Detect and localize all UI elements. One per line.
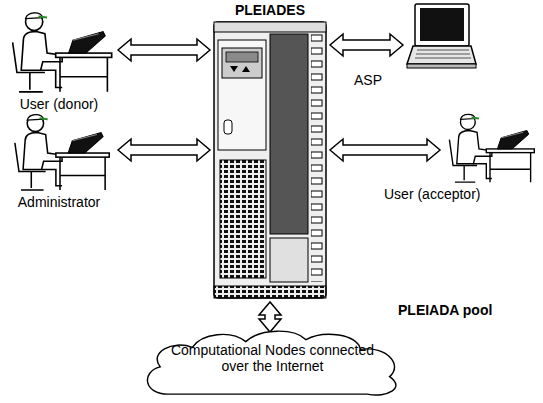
double-arrow [118, 139, 210, 161]
server-cabinet: PLEIADES [212, 2, 330, 302]
node-label: ASP [354, 72, 382, 88]
node-label: Administrator [2, 194, 116, 210]
double-arrow [330, 139, 440, 161]
user-icon [4, 10, 116, 94]
node-label: Computational Nodes connected over the I… [170, 342, 375, 374]
user-icon [4, 112, 116, 192]
admin-workstation: Administrator [2, 112, 118, 212]
node-label: User (donor) [2, 96, 116, 112]
user-icon [442, 112, 538, 184]
node-label: User (acceptor) [384, 186, 480, 202]
laptop-icon [405, 2, 477, 70]
cloud-pool: PLEIADA poolComputational Nodes connecte… [130, 298, 525, 398]
server-icon [212, 20, 328, 300]
user-workstation: User (acceptor) [380, 112, 540, 207]
node-heading: PLEIADA pool [398, 302, 492, 318]
double-arrow [259, 302, 281, 332]
node-label: PLEIADES [212, 2, 328, 18]
user-workstation: User (donor) [2, 10, 118, 114]
double-arrow [330, 34, 403, 56]
laptop-client: ASP [350, 2, 480, 90]
double-arrow [118, 39, 210, 61]
